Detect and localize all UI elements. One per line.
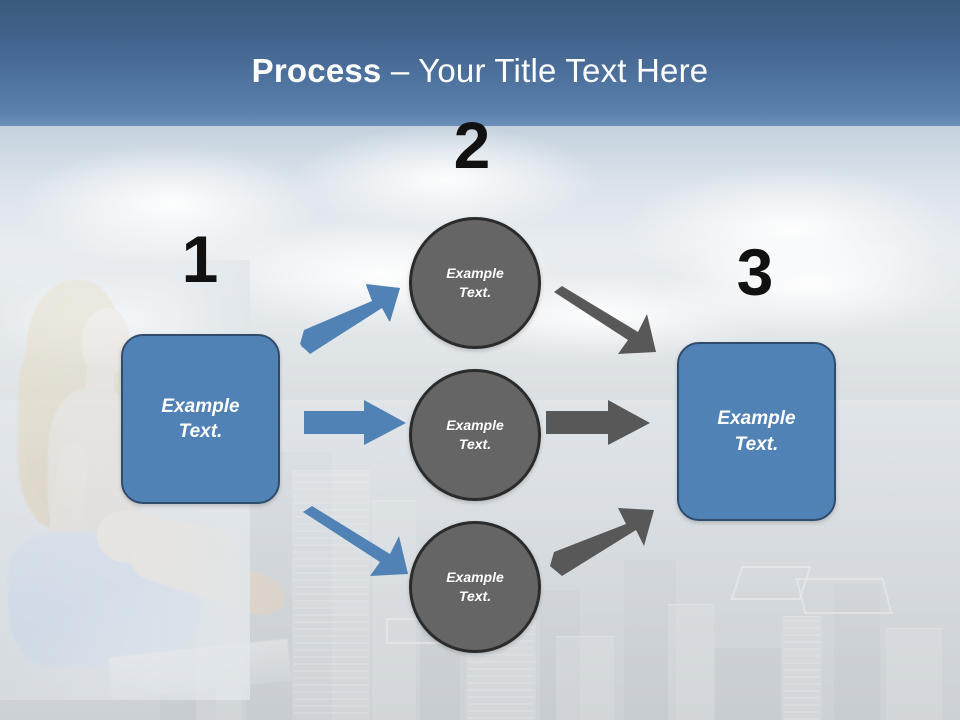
- stage-1-box-line2: Text.: [178, 421, 223, 442]
- stage-2-circle-2-line2: Text.: [458, 436, 492, 452]
- arrow-circle2-to-box3: [546, 400, 650, 445]
- stage-1-box-line1: Example: [161, 395, 240, 417]
- stage-2-circle-2[interactable]: Example Text.: [409, 369, 541, 501]
- stage-1-box-text: Example Text.: [161, 394, 239, 444]
- stage-3-box[interactable]: Example Text.: [677, 342, 836, 521]
- arrow-box1-to-circle2: [304, 400, 406, 445]
- stage-3-box-line1: Example: [717, 408, 796, 430]
- stage-3-box-text: Example Text.: [717, 406, 795, 456]
- stage-2-circle-1[interactable]: Example Text.: [409, 217, 541, 349]
- stage-2-circle-1-line1: Example: [446, 264, 504, 281]
- page-title-bold: Process: [251, 52, 382, 89]
- arrow-box1-to-circle3: [303, 506, 408, 576]
- stage-3-box-line2: Text.: [734, 433, 779, 455]
- stage-2-circle-2-line1: Example: [446, 416, 504, 433]
- stage-2-circle-1-text: Example Text.: [446, 264, 504, 303]
- step-number-1: 1: [181, 222, 219, 296]
- arrow-box1-to-circle1: [300, 284, 400, 354]
- title-banner: [0, 0, 960, 126]
- stage-2-circle-3-line2: Text.: [458, 588, 492, 604]
- page-title-rest: – Your Title Text Here: [381, 52, 709, 89]
- page-title: Process – Your Title Text Here: [0, 52, 960, 90]
- step-number-3: 3: [736, 235, 774, 309]
- stage-2-circle-2-text: Example Text.: [446, 416, 504, 455]
- stage-2-circle-1-line2: Text.: [458, 284, 492, 300]
- stage-2-circle-3-line1: Example: [446, 568, 504, 585]
- arrow-circle3-to-box3: [550, 508, 654, 576]
- stage-2-circle-3[interactable]: Example Text.: [409, 521, 541, 653]
- stage-1-box[interactable]: Example Text.: [121, 334, 280, 504]
- stage-2-circle-3-text: Example Text.: [446, 568, 504, 607]
- arrow-circle1-to-box3: [554, 286, 656, 354]
- step-number-2: 2: [453, 108, 491, 182]
